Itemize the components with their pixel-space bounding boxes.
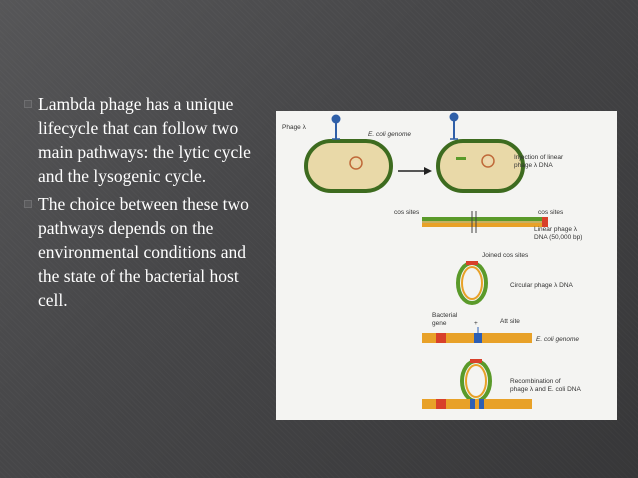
att-site-label: Att site (500, 318, 520, 325)
bullet-list: Lambda phage has a unique lifecycle that… (24, 92, 254, 316)
ecoli-genome-label-2: E. coli genome (536, 336, 579, 343)
phage-icon (449, 112, 459, 140)
recombination-label-1: Recombination of (510, 378, 561, 385)
bacterial-gene-label-1: Bacterial (432, 312, 458, 319)
bullet-item: The choice between these two pathways de… (24, 192, 254, 312)
recombination-label-2: phage λ and E. coli DNA (510, 386, 581, 393)
circular-label: Circular phage λ DNA (510, 282, 574, 289)
bacterial-cell-right (436, 139, 525, 193)
phage-label: Phage λ (282, 124, 307, 131)
bullet-marker (24, 200, 32, 208)
bullet-text: Lambda phage has a unique lifecycle that… (38, 94, 251, 186)
bacterial-genome (422, 327, 532, 343)
circular-dna (456, 261, 488, 305)
bullet-marker (24, 100, 32, 108)
recombined-dna (422, 359, 532, 409)
lambda-phage-diagram: Phage λ E. coli genome Injection of line… (276, 111, 617, 420)
bacterial-cell-left (304, 139, 393, 193)
cos-sites-right-label: cos sites (538, 209, 564, 216)
cos-sites-left-label: cos sites (394, 209, 420, 216)
bullet-item: Lambda phage has a unique lifecycle that… (24, 92, 254, 188)
linear-label-1: Linear phage λ (534, 226, 578, 233)
injection-label-1: Injection of linear (514, 154, 564, 161)
bullet-text: The choice between these two pathways de… (38, 194, 249, 310)
bacterial-gene-label-2: gene (432, 320, 447, 327)
injection-label-2: phage λ DNA (514, 162, 553, 169)
linear-label-2: DNA (50,000 bp) (534, 234, 582, 241)
diagram-svg: Phage λ E. coli genome Injection of line… (282, 112, 582, 409)
arrow-icon (398, 167, 432, 175)
ecoli-genome-label: E. coli genome (368, 131, 411, 138)
linear-dna (422, 211, 548, 233)
phage-icon (331, 114, 341, 140)
joined-cos-label: Joined cos sites (482, 252, 529, 259)
plus-label: + (474, 320, 478, 327)
